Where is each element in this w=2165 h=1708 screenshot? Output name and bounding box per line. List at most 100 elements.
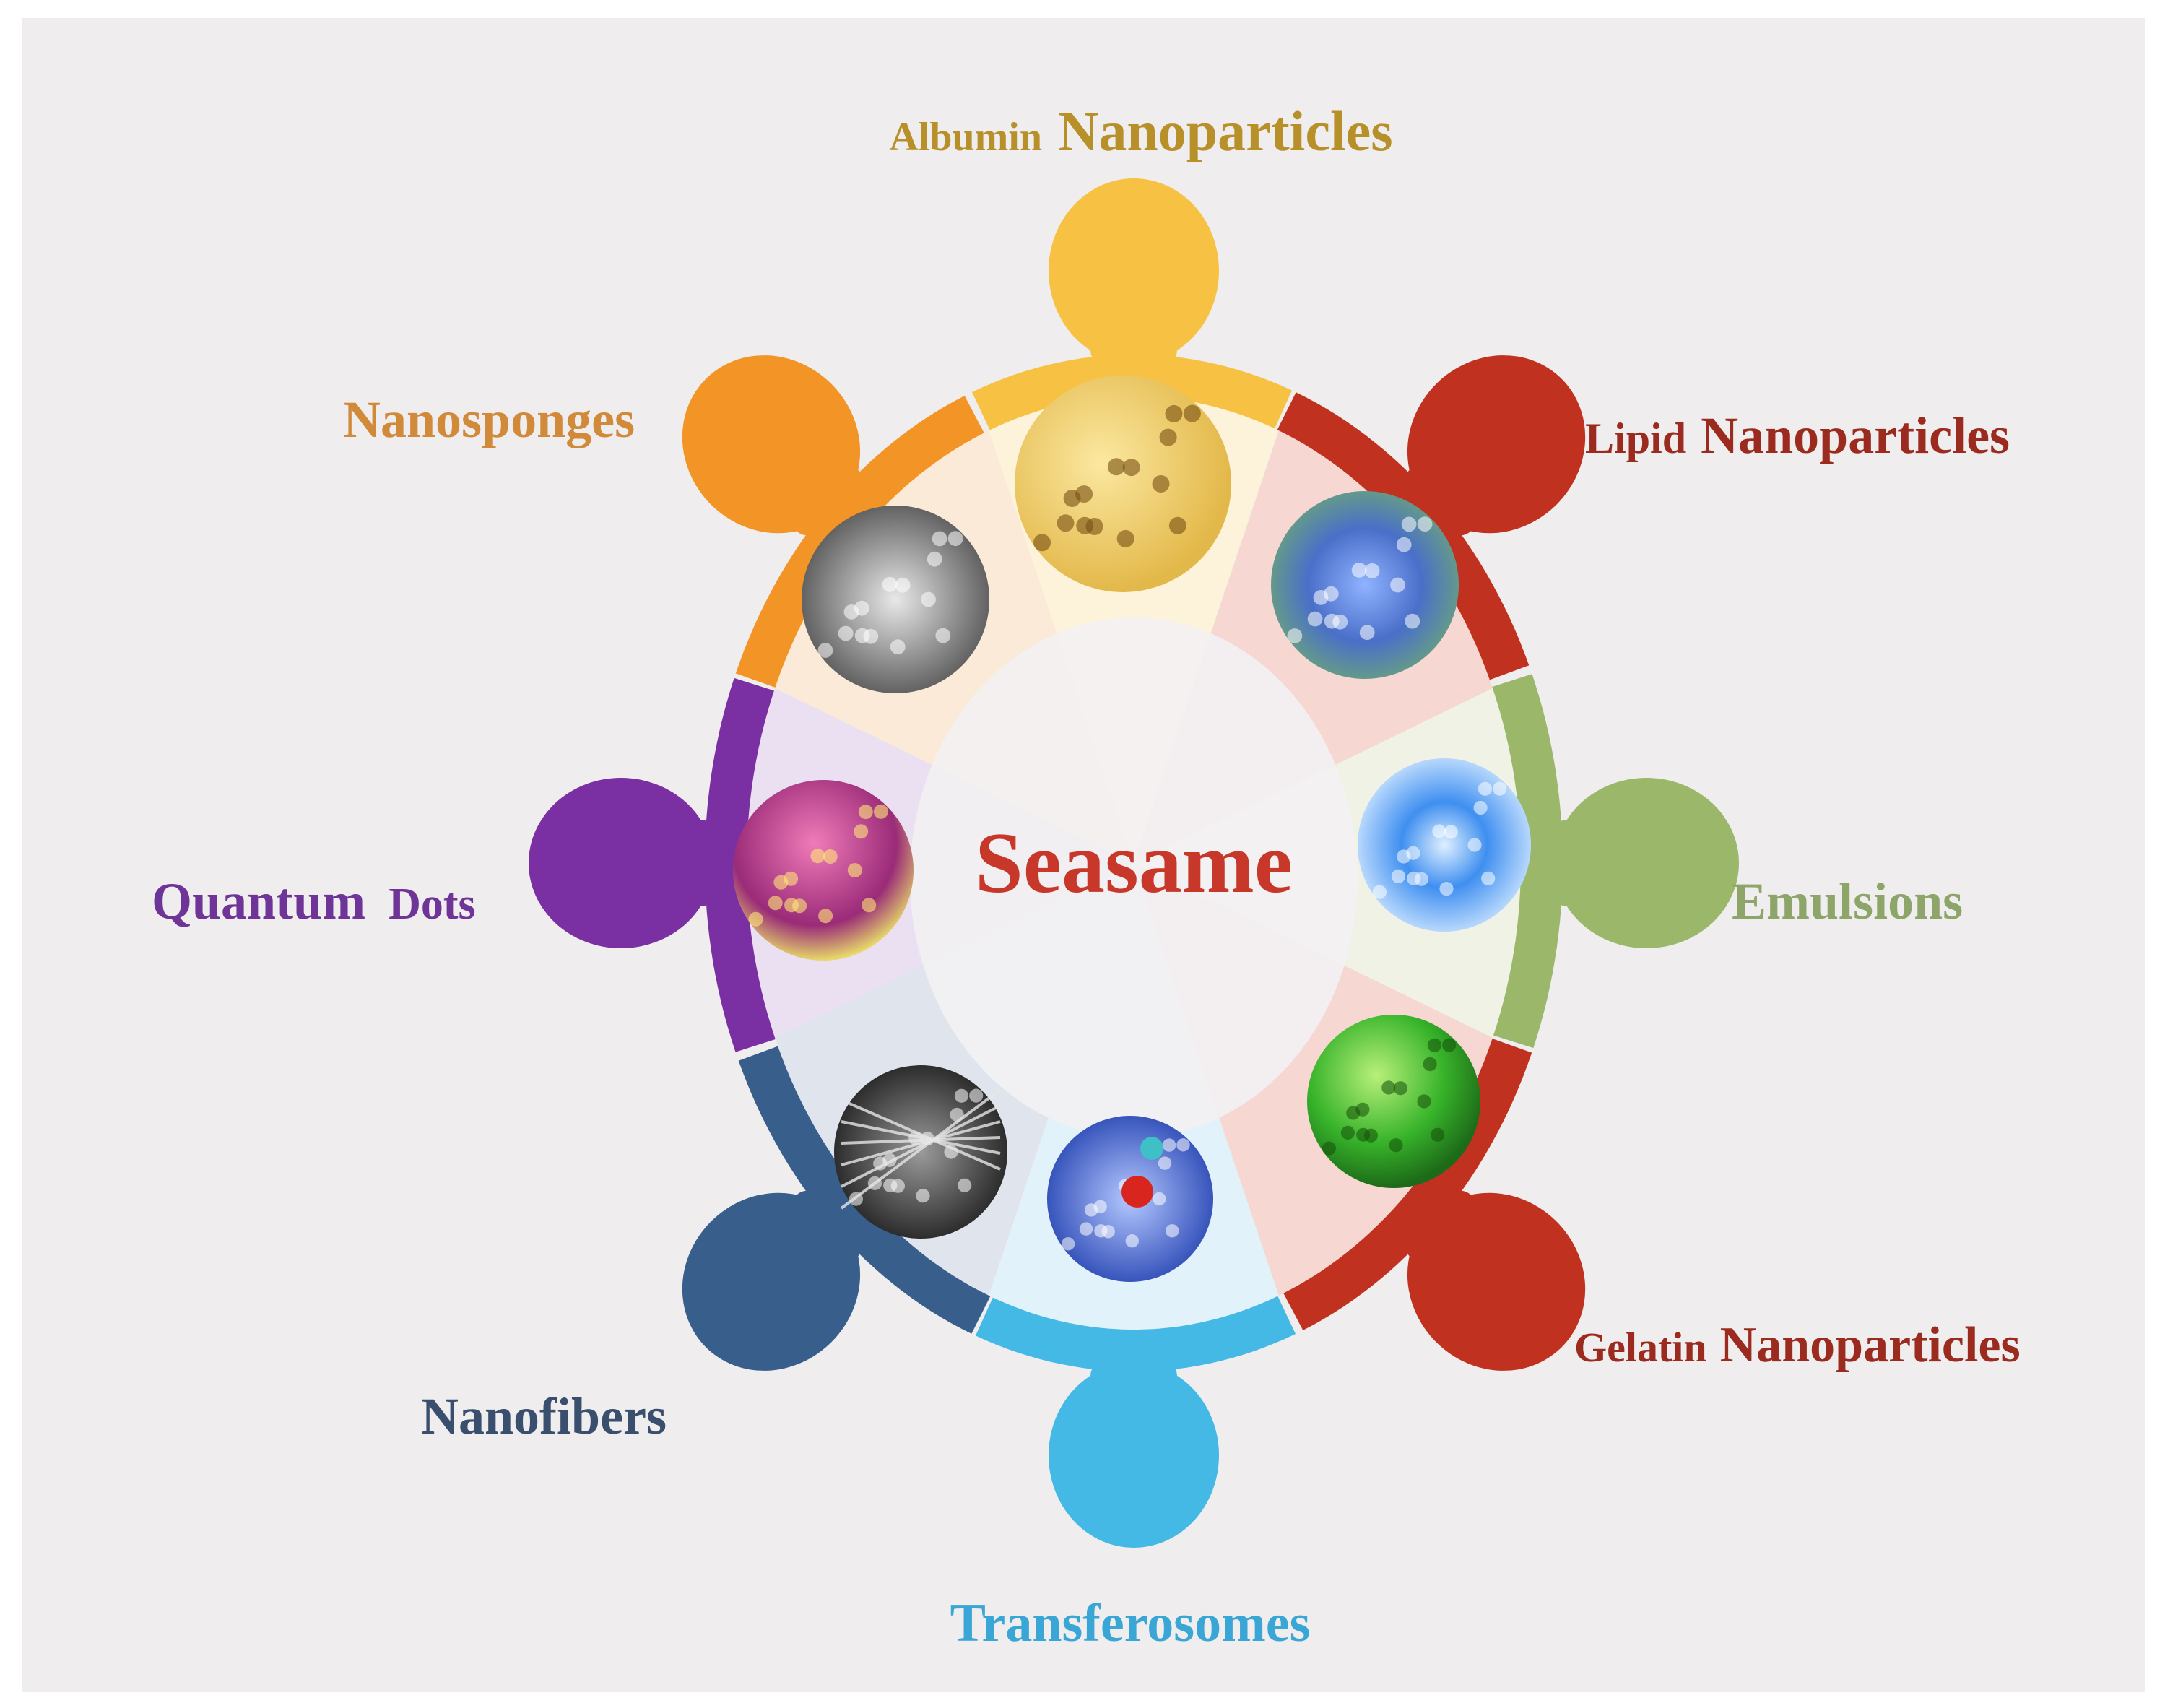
illustration-speck [1401, 516, 1417, 532]
illustration-speck [1094, 1224, 1108, 1238]
illustration-speck [1033, 534, 1051, 552]
illustration-speck [1356, 1127, 1371, 1142]
illustration-speck [768, 896, 783, 911]
illustration-speck [927, 551, 942, 567]
illustration-speck [873, 804, 888, 819]
illustration-speck [1372, 885, 1387, 899]
illustration-speck [818, 909, 833, 924]
figure-head-quantum [529, 778, 713, 948]
illustration-speck [883, 1178, 898, 1192]
illustration-speck [1481, 871, 1496, 885]
ring-arc-transferosomes [975, 1296, 1296, 1372]
label-emulsions-main: Emulsions [1732, 872, 1963, 930]
illustration-speck [1165, 404, 1183, 422]
illustration-speck [1307, 611, 1323, 627]
label-lipid-nanoparticles: Lipid Nanoparticles [1585, 407, 2010, 464]
illustration-speck [1075, 485, 1093, 503]
illustration-speck [1364, 563, 1380, 578]
illustration-speck [1183, 404, 1201, 422]
label-nanofibers-main: Nanofibers [421, 1387, 667, 1445]
illustration-speck [1076, 516, 1094, 534]
illustration-speck [1323, 586, 1339, 602]
illustration-speck [932, 531, 947, 547]
label-quantum-main: Dots [389, 880, 476, 929]
illustration-body [802, 506, 989, 693]
ring-arc-nanosponges [735, 396, 984, 688]
illustration-core [1140, 1137, 1163, 1160]
illustration-speck [1125, 1234, 1140, 1248]
illustration-quantum [733, 780, 914, 961]
label-quantum-prefix: Quantum [152, 872, 365, 930]
illustration-fiber [841, 1120, 1001, 1155]
illustration-speck [1431, 1127, 1445, 1142]
illustration-body [1307, 1015, 1480, 1188]
illustration-fiber [841, 1098, 1001, 1171]
illustration-speck [969, 1088, 984, 1103]
illustration-body [834, 1065, 1007, 1239]
label-transferosomes-main: Transferosomes [950, 1594, 1311, 1653]
center-disc [910, 617, 1358, 1137]
illustration-body [1271, 491, 1459, 679]
illustration-speck [847, 863, 862, 877]
illustration-speck [1442, 1038, 1457, 1052]
ring-arc-quantum [704, 677, 776, 1052]
illustration-speck [854, 628, 870, 643]
illustration-nanofibers [834, 1065, 1007, 1239]
illustration-speck [854, 600, 869, 616]
illustration-speck [1351, 563, 1367, 578]
illustration-speck [1079, 1222, 1093, 1236]
illustration-speck [854, 824, 869, 839]
illustration-speck [921, 591, 936, 607]
illustration-speck [1405, 613, 1420, 629]
illustration-lipid [1271, 491, 1459, 679]
illustration-speck [1116, 529, 1134, 547]
illustration-speck [784, 898, 799, 913]
illustration-speck [1389, 1138, 1403, 1153]
label-albumin-main: Nanoparticles [1058, 100, 1393, 162]
illustration-speck [1493, 781, 1507, 796]
illustration-speck [1407, 871, 1421, 885]
illustration-speck [1162, 1138, 1176, 1152]
illustration-speck [1467, 838, 1482, 852]
illustration-speck [1152, 475, 1170, 493]
illustration-speck [1168, 516, 1186, 534]
label-nanofibers: Nanofibers [421, 1387, 667, 1445]
illustration-speck [1324, 613, 1340, 629]
label-nanosponges-main: Nanosponges [343, 391, 635, 448]
illustration-speck [947, 531, 963, 546]
ring-arc-albumin [971, 354, 1293, 430]
illustration-speck [1423, 1057, 1437, 1072]
figure-head-albumin [1049, 178, 1219, 363]
illustration-speck [1159, 428, 1177, 446]
illustration-speck [858, 805, 873, 820]
illustration-speck [890, 639, 906, 655]
label-transferosomes: Transferosomes [950, 1594, 1311, 1653]
ring-arc-gelatin [1283, 1039, 1532, 1330]
figure-head-nanofibers [682, 1192, 861, 1371]
illustration-speck [810, 849, 825, 864]
ring-arc-emulsions [1492, 674, 1563, 1049]
illustration-speck [1287, 628, 1303, 643]
label-nanosponges: Nanosponges [343, 391, 635, 448]
figure-head-nanosponges [682, 355, 861, 534]
illustration-speck [954, 1088, 968, 1103]
illustration-speck [1355, 1102, 1370, 1117]
illustration-speck [1444, 825, 1458, 839]
illustration-speck [895, 577, 911, 593]
illustration-speck [882, 577, 898, 592]
illustration-speck [1107, 458, 1125, 476]
illustration-speck [1473, 800, 1488, 815]
figure-head-transferosomes [1049, 1363, 1219, 1548]
illustration-speck [1381, 1080, 1396, 1095]
illustration-albumin [1015, 376, 1231, 592]
label-emulsions: Emulsions [1732, 872, 1963, 930]
illustration-core [1121, 1176, 1153, 1208]
illustration-transferosomes [1047, 1116, 1213, 1282]
illustration-speck [1406, 846, 1420, 860]
illustration-speck [817, 643, 833, 658]
illustration-speck [1153, 1192, 1166, 1206]
label-gelatin-prefix: Gelatin [1574, 1324, 1707, 1371]
illustration-speck [823, 849, 838, 864]
illustration-fiber [841, 1120, 1001, 1166]
